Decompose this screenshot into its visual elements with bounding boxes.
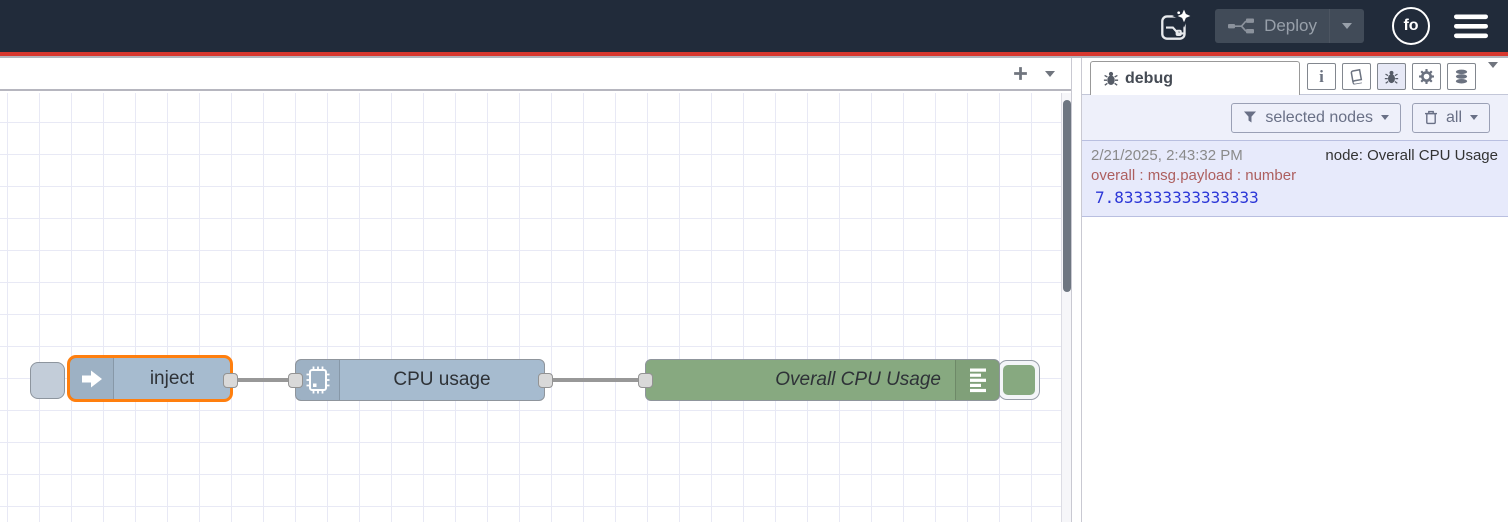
deploy-button[interactable]: Deploy — [1215, 9, 1364, 43]
port-inject-output[interactable] — [223, 373, 238, 388]
database-icon — [1454, 69, 1469, 84]
tab-debug-icon[interactable] — [1377, 63, 1406, 90]
list-icon — [955, 360, 999, 400]
scrollbar-thumb[interactable] — [1063, 100, 1071, 292]
node-cpu-usage[interactable]: CPU usage — [295, 359, 545, 401]
main-area: inject CPU usage Overall CPU Usage — [0, 58, 1508, 522]
port-debug-input[interactable] — [638, 373, 653, 388]
wire-cpu-to-debug[interactable] — [545, 378, 646, 382]
inject-arrow-icon — [70, 358, 114, 399]
header-accent-line — [0, 52, 1508, 56]
user-avatar[interactable]: fo — [1392, 7, 1430, 45]
sidebar-tabs-caret[interactable] — [1488, 61, 1498, 86]
tab-debug-label: debug — [1125, 69, 1173, 87]
chip-icon — [296, 360, 340, 400]
debug-message-value[interactable]: 7.833333333333333 — [1095, 188, 1259, 207]
debug-enable-toggle[interactable] — [998, 360, 1040, 400]
debug-sidebar: debug i — [1082, 58, 1508, 522]
clear-messages-button[interactable]: all — [1411, 102, 1490, 133]
ai-assistant-icon[interactable] — [1157, 8, 1194, 44]
node-label: CPU usage — [393, 369, 491, 390]
tab-context-data[interactable] — [1447, 63, 1476, 90]
canvas-vertical-scrollbar — [1061, 93, 1071, 522]
info-icon: i — [1319, 67, 1324, 86]
bug-icon — [1103, 70, 1119, 87]
debug-message-timestamp: 2/21/2025, 2:43:32 PM — [1091, 147, 1243, 164]
hamburger-menu-icon[interactable] — [1454, 14, 1488, 39]
tab-config-nodes[interactable] — [1412, 63, 1441, 90]
workspace-column: inject CPU usage Overall CPU Usage — [0, 58, 1072, 522]
node-inject[interactable]: inject — [67, 355, 233, 402]
clear-label: all — [1445, 108, 1462, 126]
flow-list-caret[interactable] — [1045, 70, 1055, 77]
flow-tab-strip — [0, 58, 1071, 91]
header-bar: Deploy fo — [0, 0, 1508, 52]
debug-toggle-inner — [1003, 365, 1035, 395]
debug-message-source-node: node: Overall CPU Usage — [1325, 147, 1498, 164]
filter-label: selected nodes — [1265, 108, 1373, 126]
sidebar-tab-bar: debug i — [1082, 58, 1508, 95]
add-flow-button[interactable] — [1012, 65, 1029, 82]
port-cpu-input[interactable] — [288, 373, 303, 388]
bug-icon — [1384, 69, 1399, 85]
sidebar-splitter[interactable] — [1073, 58, 1082, 522]
filter-nodes-button[interactable]: selected nodes — [1231, 102, 1401, 133]
node-label: Overall CPU Usage — [775, 369, 941, 390]
wire-inject-to-cpu[interactable] — [230, 378, 296, 382]
trash-icon — [1424, 110, 1438, 125]
debug-message-meta: 2/21/2025, 2:43:32 PM node: Overall CPU … — [1091, 147, 1498, 164]
header-sub-line — [0, 56, 1508, 58]
gear-icon — [1419, 69, 1434, 84]
flow-canvas[interactable]: inject CPU usage Overall CPU Usage — [0, 93, 1071, 522]
debug-message-property[interactable]: overall : msg.payload : number — [1091, 167, 1297, 184]
node-label: inject — [149, 367, 195, 389]
port-cpu-output[interactable] — [538, 373, 553, 388]
tab-debug-active[interactable]: debug — [1090, 61, 1300, 95]
node-debug-overall-cpu-usage[interactable]: Overall CPU Usage — [645, 359, 1000, 401]
debug-toolbar: selected nodes all — [1082, 95, 1508, 140]
tab-help[interactable] — [1342, 63, 1371, 90]
deploy-options-caret[interactable] — [1329, 9, 1364, 43]
book-icon — [1348, 68, 1365, 85]
deploy-icon — [1228, 18, 1255, 34]
debug-message[interactable]: 2/21/2025, 2:43:32 PM node: Overall CPU … — [1082, 140, 1508, 217]
inject-trigger-button[interactable] — [30, 362, 65, 399]
sidebar-tab-icons: i — [1307, 61, 1498, 90]
deploy-label: Deploy — [1264, 16, 1317, 35]
tab-info[interactable]: i — [1307, 63, 1336, 90]
filter-icon — [1243, 111, 1257, 124]
